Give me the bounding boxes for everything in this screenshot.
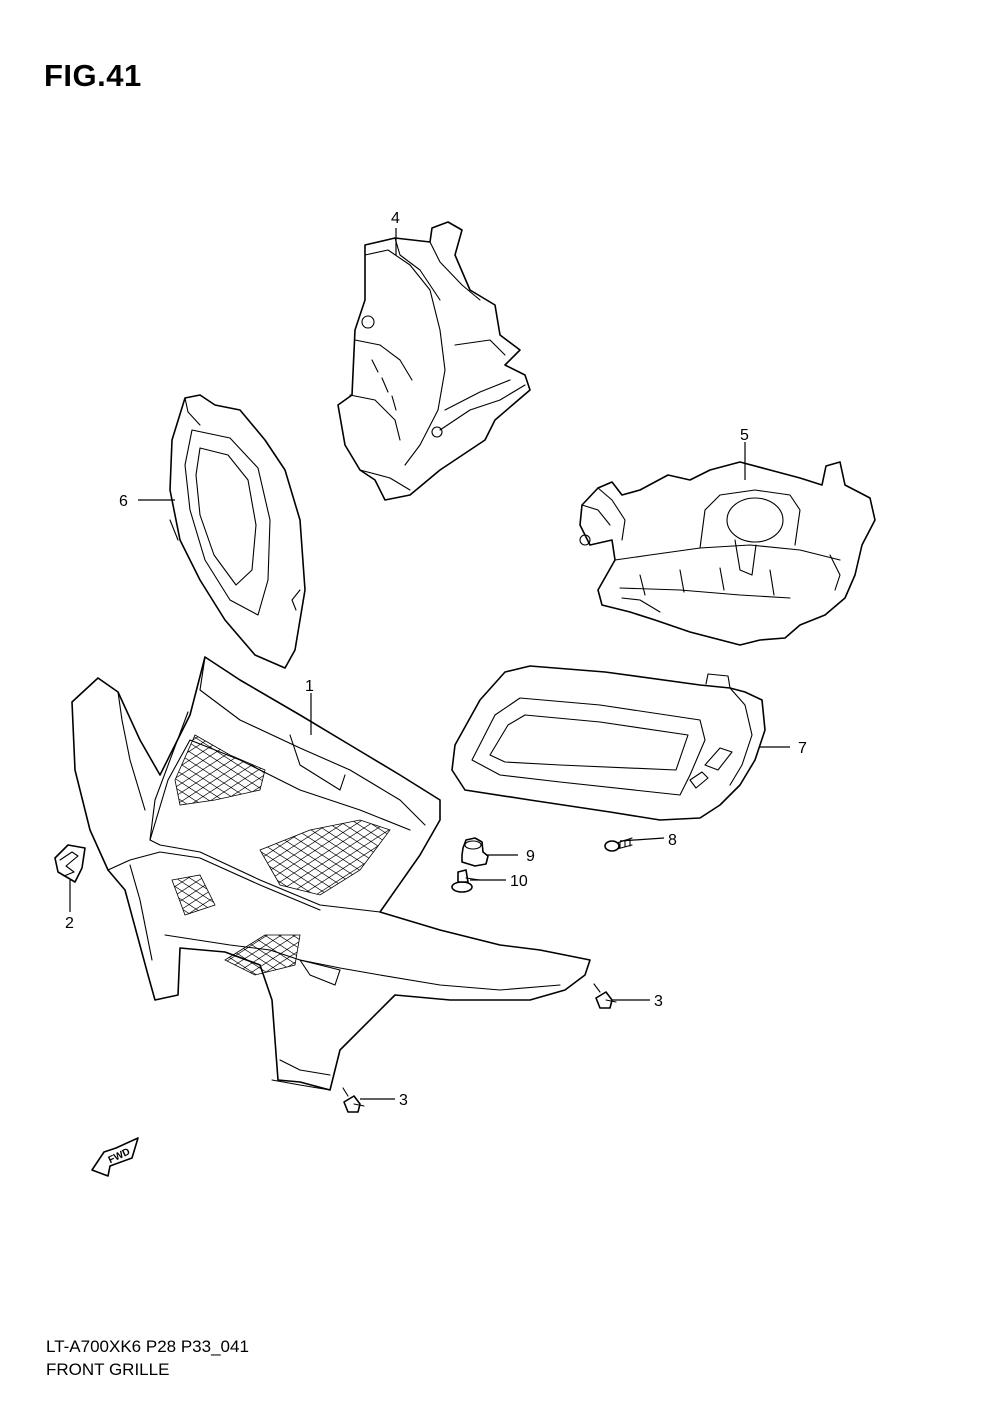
callout-2: 2 <box>65 915 74 932</box>
figure-name: FRONT GRILLE <box>46 1360 170 1379</box>
callout-10: 10 <box>510 873 528 890</box>
callout-3-lower: 3 <box>399 1092 408 1109</box>
front-grille-part-1[interactable] <box>71 656 591 1091</box>
left-bezel-part-6[interactable] <box>169 394 306 669</box>
headlight-tray-part-5[interactable] <box>579 461 876 646</box>
callout-3-right: 3 <box>654 993 663 1010</box>
bolt-part-10[interactable] <box>451 869 481 893</box>
grommet-part-9[interactable] <box>461 837 489 867</box>
callout-8: 8 <box>668 832 677 849</box>
callout-7: 7 <box>798 740 807 757</box>
figure-title: FIG.41 <box>44 58 142 93</box>
callout-5: 5 <box>740 427 749 444</box>
clip-part-3-lower[interactable] <box>342 1087 365 1113</box>
callout-6: 6 <box>119 493 128 510</box>
emblem-part-2[interactable] <box>54 844 86 883</box>
headlight-bracket-part-4[interactable] <box>337 221 531 501</box>
leader-lines <box>69 228 790 1100</box>
callout-1: 1 <box>305 678 314 695</box>
callout-4: 4 <box>391 210 400 227</box>
clip-part-3-right[interactable] <box>593 983 617 1009</box>
screw-part-8[interactable] <box>604 837 633 852</box>
model-code: LT-A700XK6 P28 P33_041 <box>46 1337 249 1356</box>
callout-9: 9 <box>526 848 535 865</box>
right-bezel-part-7[interactable] <box>451 665 766 821</box>
fwd-arrow-icon: FWD <box>91 1137 139 1177</box>
